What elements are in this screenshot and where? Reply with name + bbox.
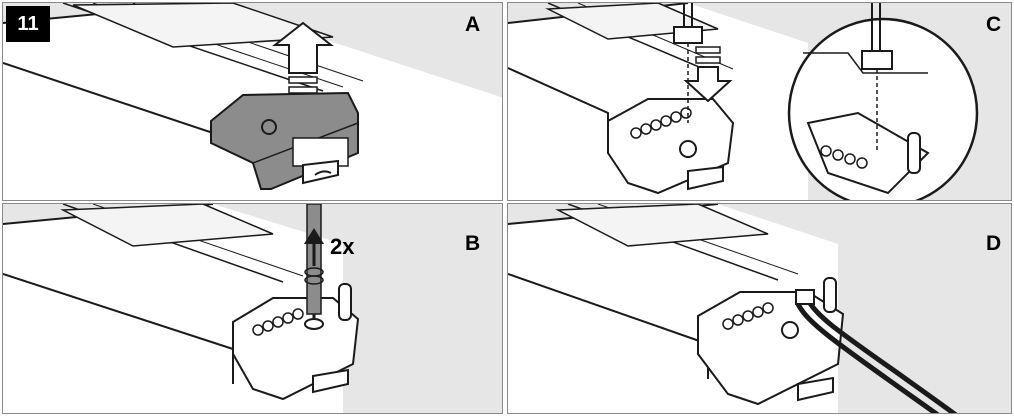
panel-c: C: [507, 2, 1012, 201]
rotation-loop-2: [304, 275, 324, 285]
insert-arrow-c: [683, 66, 733, 103]
panel-c-letter: C: [986, 13, 1002, 36]
connector-plug-c: [673, 26, 703, 44]
panel-a-drawing: [3, 3, 502, 200]
label-sheet-a: [72, 3, 334, 48]
cover-screw-a: [261, 119, 277, 135]
connector-plug-detail: [861, 50, 893, 70]
terminal-screw-b: [304, 318, 324, 330]
panel-b-letter: B: [465, 232, 481, 255]
rotation-arrow-b: [304, 228, 324, 244]
connector-plug-d: [795, 289, 815, 305]
panel-d-drawing: [508, 204, 958, 413]
lift-arrow-a: [272, 21, 334, 74]
cable-wire-2: [805, 298, 958, 413]
panel-b-drawing: [3, 204, 360, 413]
panel-c-drawing: [508, 3, 979, 200]
step-number-badge: 11: [6, 6, 50, 42]
panel-d-letter: D: [986, 232, 1002, 255]
cable-wire-1: [795, 302, 940, 413]
panel-b: 2x B: [2, 203, 503, 414]
panel-a-letter: A: [465, 13, 481, 36]
turns-count-label: 2x: [330, 234, 355, 259]
panel-a: 11 A: [2, 2, 503, 201]
panel-d: D: [507, 203, 1012, 414]
label-sheet-d: [555, 204, 769, 247]
label-sheet-b: [60, 204, 274, 247]
